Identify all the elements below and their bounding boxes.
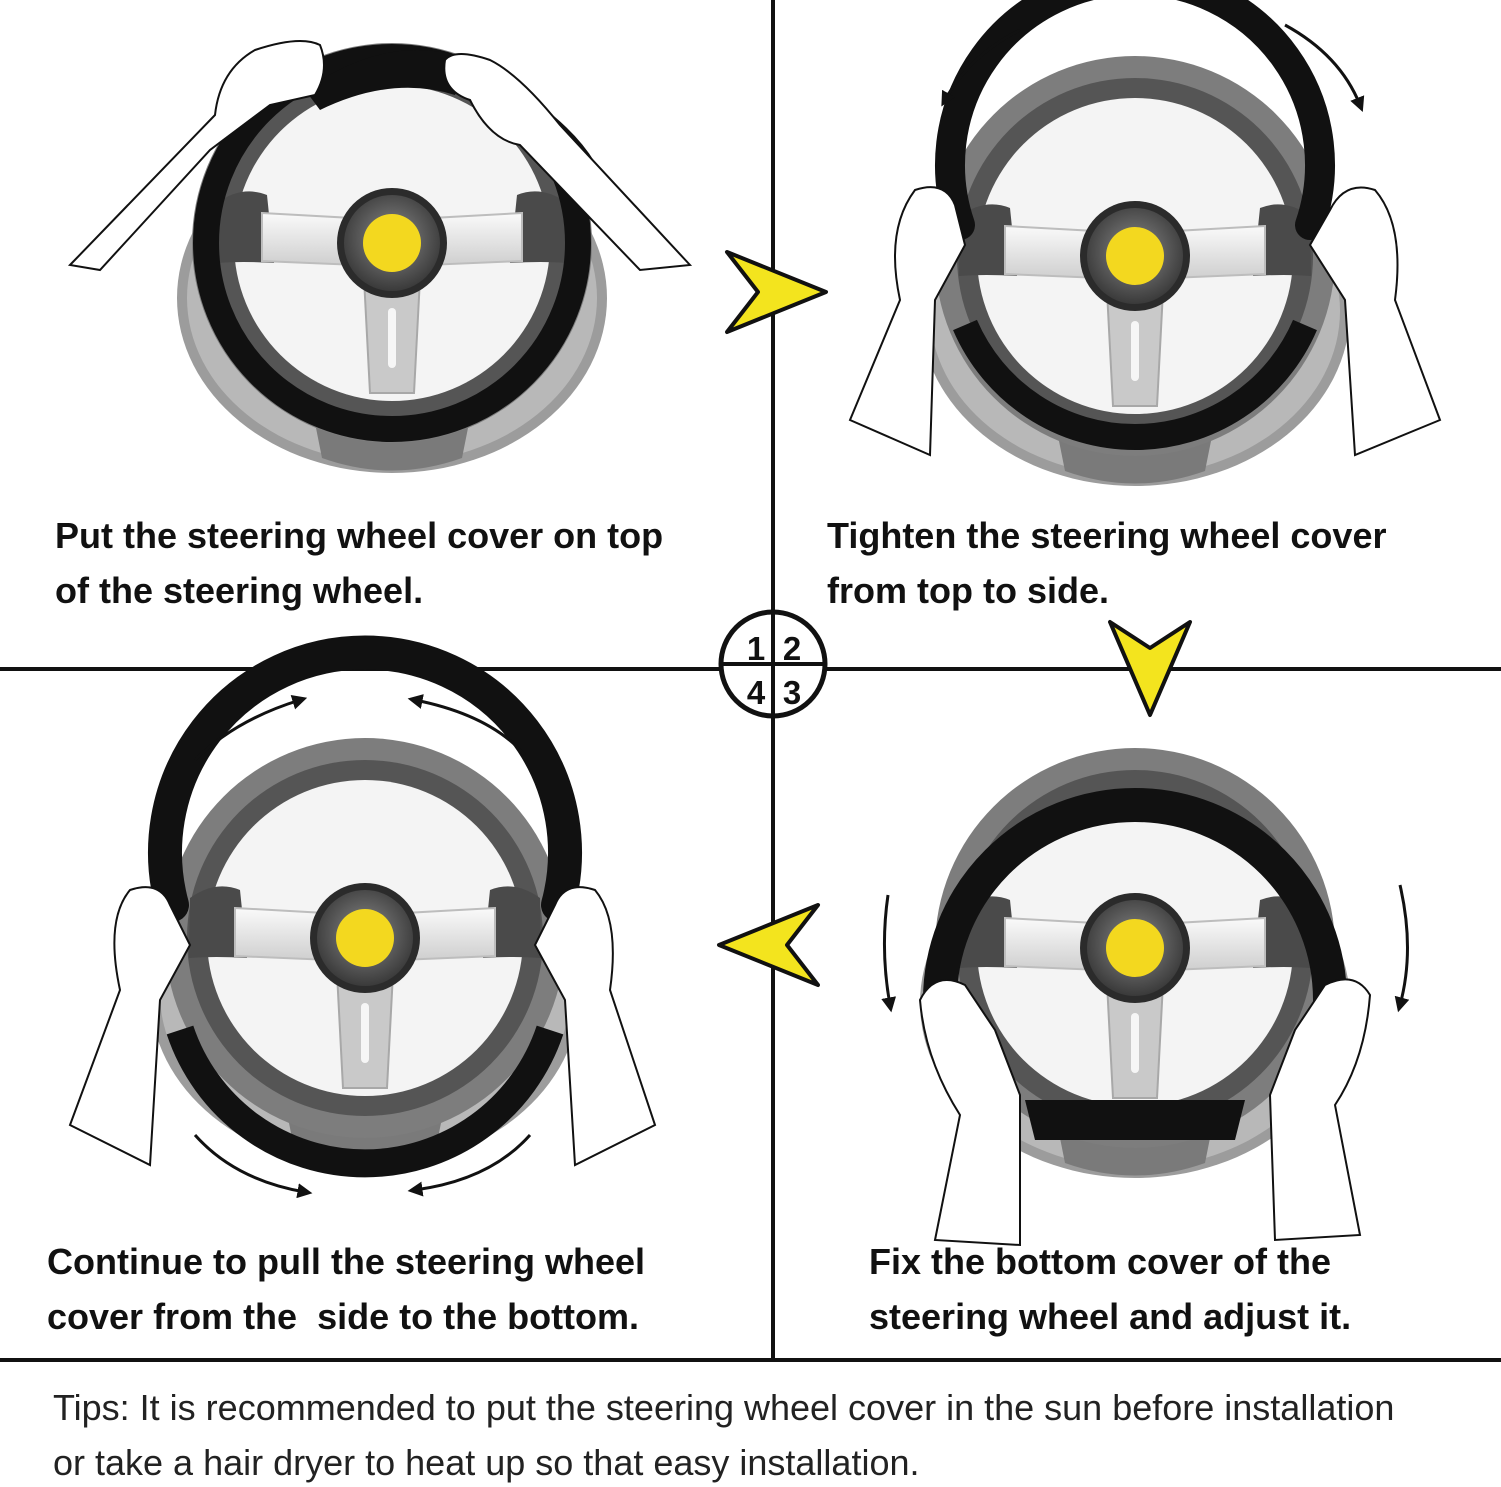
step-1-caption-line-2: of the steering wheel. <box>55 570 424 611</box>
step-number-3: 3 <box>783 674 801 711</box>
wheel-illustration-step-3 <box>881 747 1410 1247</box>
hand-icon-right <box>1308 186 1442 457</box>
hand-icon-right <box>443 53 693 272</box>
step-3-caption-line-2: steering wheel and adjust it. <box>869 1296 1352 1337</box>
wheel-illustration-step-1 <box>67 40 693 474</box>
step-1-caption-line-1: Put the steering wheel cover on top <box>55 515 664 556</box>
wheel-illustration-step-2 <box>848 0 1442 487</box>
wheel-illustration-step-4 <box>68 635 657 1199</box>
arrow-right-icon <box>725 250 828 334</box>
step-1-caption: Put the steering wheel cover on top of t… <box>55 508 663 618</box>
hand-icon-left <box>68 886 192 1167</box>
hand-icon-right <box>533 886 657 1167</box>
hand-icon-left <box>918 979 1021 1247</box>
step-indicator: 1 2 3 4 <box>718 609 828 719</box>
step-2-caption-line-1: Tighten the steering wheel cover <box>827 515 1387 556</box>
arrow-left-icon <box>717 903 820 987</box>
step-number-2: 2 <box>783 630 801 667</box>
step-4-caption-line-2: cover from the side to the bottom. <box>47 1296 640 1337</box>
hand-icon-left <box>848 186 967 457</box>
tips-line-2: or take a hair dryer to heat up so that … <box>53 1442 920 1483</box>
tips-line-1: Tips: It is recommended to put the steer… <box>53 1387 1395 1428</box>
step-3-caption: Fix the bottom cover of the steering whe… <box>869 1234 1351 1344</box>
tips-text: Tips: It is recommended to put the steer… <box>53 1380 1394 1487</box>
step-4-caption: Continue to pull the steering wheel cove… <box>47 1234 645 1344</box>
step-3-caption-line-1: Fix the bottom cover of the <box>869 1241 1332 1282</box>
hand-icon-right <box>1268 978 1372 1242</box>
hand-icon-left <box>67 40 325 272</box>
step-2-caption-line-2: from top to side. <box>827 570 1109 611</box>
step-number-1: 1 <box>747 630 765 667</box>
arrow-down-icon <box>1108 620 1192 717</box>
step-4-caption-line-1: Continue to pull the steering wheel <box>47 1241 646 1282</box>
step-number-4: 4 <box>747 674 766 711</box>
step-2-caption: Tighten the steering wheel cover from to… <box>827 508 1386 618</box>
